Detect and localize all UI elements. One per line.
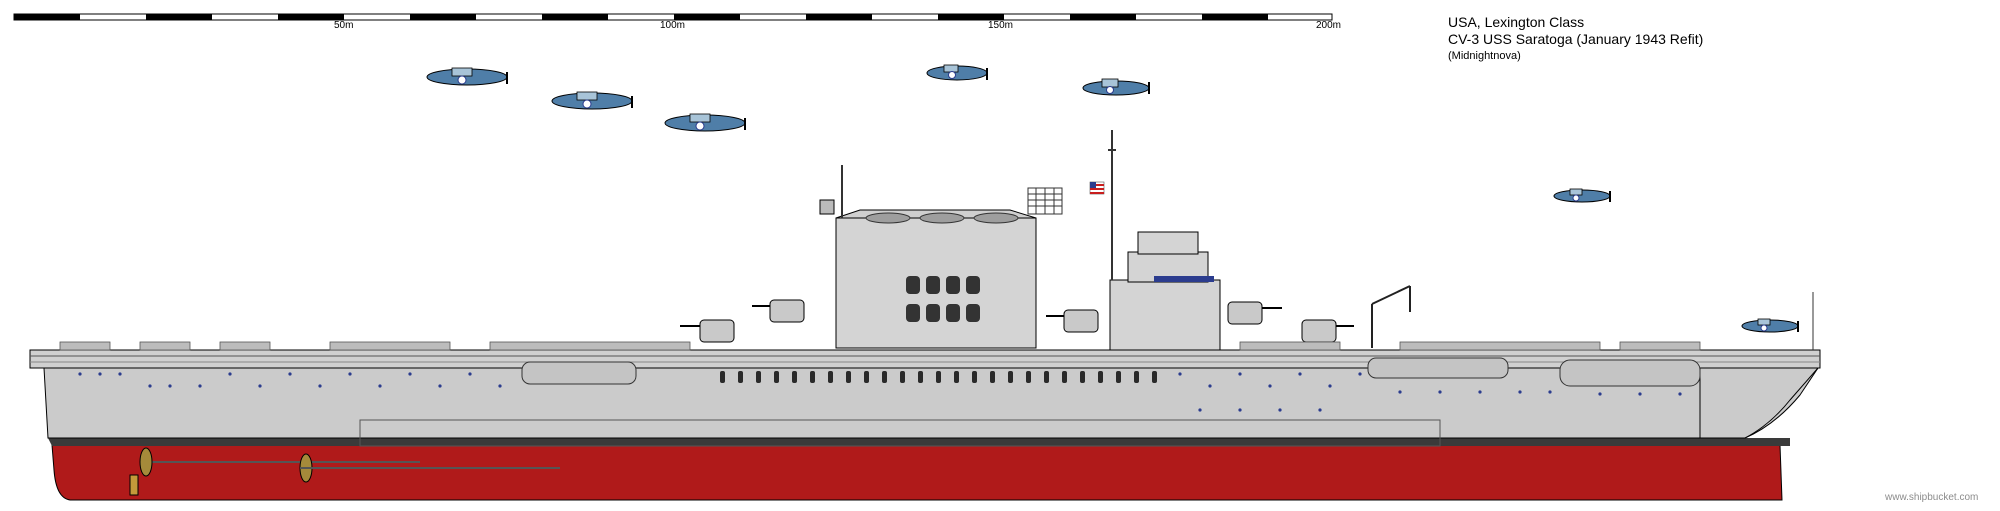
aircraft-icon (1553, 188, 1611, 203)
radar-antenna-icon (1027, 187, 1063, 215)
hull-grey (43, 367, 1819, 439)
ship-class-line: USA, Lexington Class (1448, 14, 1585, 30)
aircraft-icon (551, 91, 633, 110)
scale-label-50m: 50m (334, 20, 354, 31)
propeller-icon (129, 447, 560, 496)
scale-bar (13, 13, 1333, 21)
scale-label-200m: 200m (1316, 20, 1342, 31)
scale-label-150m: 150m (988, 20, 1014, 31)
boat-recess-fwd (1367, 357, 1509, 379)
hull-red-lower (51, 444, 1783, 501)
gallery-windows (720, 371, 1157, 383)
bow (1699, 349, 1819, 439)
island (819, 130, 1221, 351)
gun-turret-icon (680, 299, 1354, 343)
boat-recess-bow (1559, 359, 1701, 387)
us-flag-icon (1089, 181, 1105, 195)
aircraft-icon (1082, 78, 1150, 96)
boat-recess-aft (521, 361, 637, 385)
armor-belt (359, 419, 1441, 447)
author-line: (Midnightnova) (1448, 50, 1521, 62)
aircraft-icon (426, 67, 508, 86)
flight-deck (29, 349, 1821, 369)
ship-info-block: USA, Lexington Class CV-3 USS Saratoga (… (1448, 14, 1703, 65)
portholes (78, 372, 1682, 412)
aircraft-icon (926, 64, 988, 81)
aircraft-icon (664, 113, 746, 132)
watermark: www.shipbucket.com (1885, 492, 1979, 503)
scale-label-100m: 100m (660, 20, 686, 31)
aircraft-icon (1741, 318, 1799, 333)
ship-name-line: CV-3 USS Saratoga (January 1943 Refit) (1448, 31, 1704, 47)
deck-fittings (59, 341, 1701, 351)
boot-top-line (48, 438, 1790, 446)
crane-icon (1371, 285, 1411, 348)
